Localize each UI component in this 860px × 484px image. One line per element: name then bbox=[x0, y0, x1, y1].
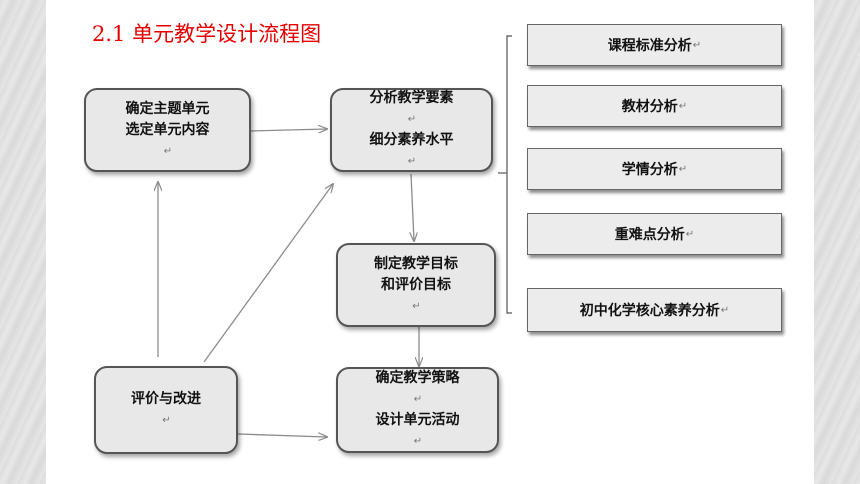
node-theme-unit-line2: 选定单元内容 bbox=[125, 121, 210, 138]
right-background-texture bbox=[814, 0, 860, 484]
node-goals-line1: 制定教学目标 bbox=[374, 255, 458, 272]
analysis-item-textbook: 教材分析↵ bbox=[527, 85, 782, 127]
node-strategy-line2: 设计单元活动 bbox=[375, 412, 460, 428]
node-goals-line2: 和评价目标 bbox=[381, 276, 451, 293]
node-theme-unit-line1: 确定主题单元 bbox=[125, 100, 210, 117]
left-background-texture bbox=[0, 0, 46, 484]
return-mark-icon: ↵ bbox=[678, 163, 688, 175]
return-mark-icon: ↵ bbox=[162, 415, 171, 426]
node-evaluate-line1: 评价与改进 bbox=[131, 391, 201, 407]
return-mark-icon: ↵ bbox=[678, 100, 688, 112]
analysis-item-label: 教材分析 bbox=[621, 99, 678, 115]
return-mark-icon: ↵ bbox=[163, 145, 173, 157]
analysis-item-students: 学情分析↵ bbox=[527, 148, 782, 190]
node-analyze-line1: 分析教学要素 bbox=[369, 90, 454, 106]
analysis-item-label: 课程标准分析 bbox=[607, 38, 692, 54]
return-mark-icon: ↵ bbox=[407, 156, 417, 167]
arrow-evaluate-to-analyze bbox=[203, 184, 333, 363]
node-strategy-line1: 确定教学策略 bbox=[375, 370, 460, 386]
node-strategy: 确定教学策略 ↵ 设计单元活动 ↵ bbox=[336, 367, 499, 453]
arrow-analyze-to-goals bbox=[411, 173, 414, 241]
return-mark-icon: ↵ bbox=[413, 436, 423, 447]
node-analyze-line2: 细分素养水平 bbox=[369, 132, 454, 148]
node-analyze: 分析教学要素 ↵ 细分素养水平 ↵ bbox=[330, 88, 493, 172]
return-mark-icon: ↵ bbox=[685, 228, 695, 240]
page-title: 2.1 单元教学设计流程图 bbox=[92, 22, 322, 46]
node-goals: 制定教学目标 和评价目标 ↵ bbox=[336, 243, 496, 327]
analysis-item-curriculum: 课程标准分析↵ bbox=[527, 24, 782, 66]
bracket-analysis bbox=[506, 35, 512, 314]
arrow-theme-to-analyze bbox=[249, 129, 327, 131]
arrow-evaluate-to-strategy bbox=[237, 434, 327, 437]
return-mark-icon: ↵ bbox=[412, 300, 421, 312]
analysis-item-label: 重难点分析 bbox=[614, 227, 685, 243]
return-mark-icon: ↵ bbox=[692, 39, 702, 51]
analysis-item-label: 初中化学核心素养分析 bbox=[579, 303, 720, 319]
analysis-item-core-literacy: 初中化学核心素养分析↵ bbox=[527, 288, 782, 332]
analysis-item-key-points: 重难点分析↵ bbox=[527, 213, 782, 255]
return-mark-icon: ↵ bbox=[720, 304, 730, 316]
return-mark-icon: ↵ bbox=[413, 394, 423, 405]
node-theme-unit: 确定主题单元 选定单元内容 ↵ bbox=[84, 88, 251, 172]
return-mark-icon: ↵ bbox=[407, 114, 417, 125]
node-evaluate: 评价与改进 ↵ bbox=[94, 366, 238, 454]
analysis-item-label: 学情分析 bbox=[621, 162, 678, 178]
